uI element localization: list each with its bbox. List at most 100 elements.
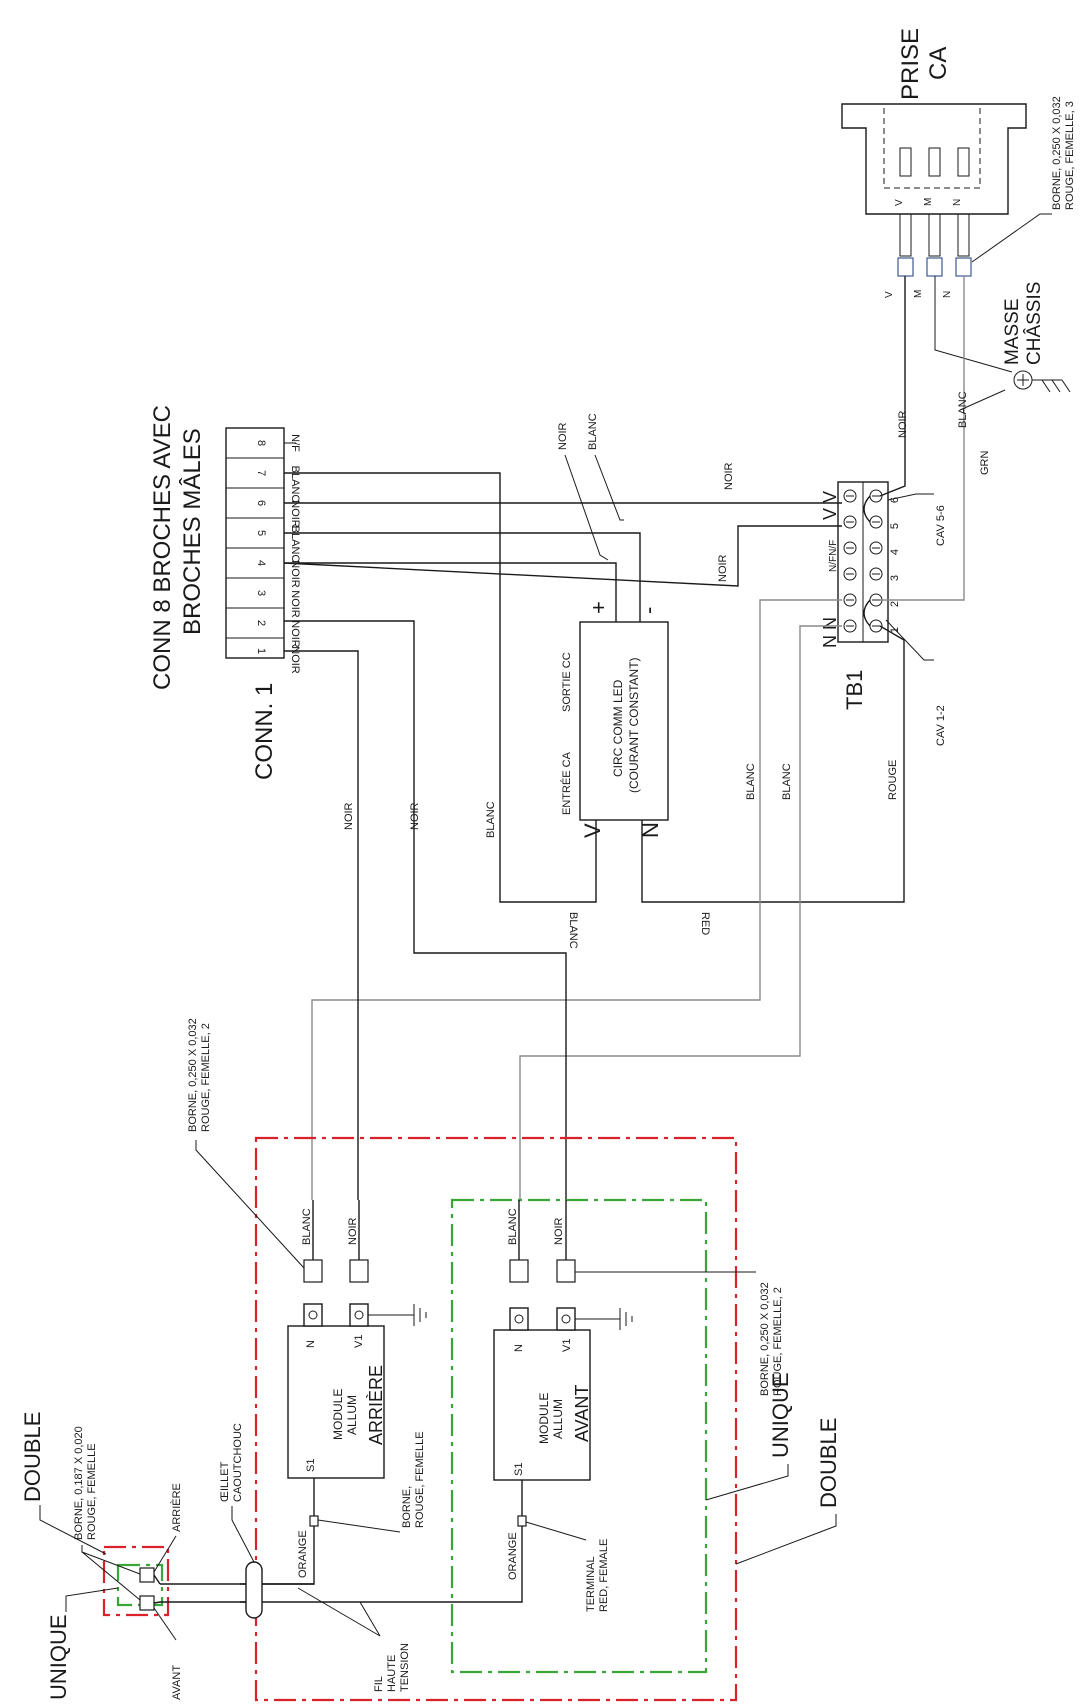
wire-label-noir-left2: NOIR [409, 802, 421, 830]
double-border-small [102, 1545, 170, 1617]
tb1-jumper-5-6 [863, 495, 871, 523]
callout-borne-s1-line2: ROUGE, FEMELLE [414, 1431, 426, 1528]
pin-number-5: 5 [255, 530, 267, 536]
wire-label-blanc-bottom: BLANC [567, 912, 579, 949]
ac-inlet: PRISE CA BORNE, 0,250 X 0,032 ROUGE, FEM… [841, 28, 1076, 298]
callout-oeillet-line1: ŒILLET [219, 1461, 231, 1502]
callout-oeillet-line2: CAOUTCHOUC [232, 1423, 244, 1502]
zone-labels: DOUBLE UNIQUE UNIQUE DOUBLE [20, 1372, 841, 1700]
callout-borne-s1-line1: BORNE, [401, 1486, 413, 1528]
module-front-wire-blanc: BLANC [507, 1208, 519, 1245]
module-front-wire-noir: NOIR [553, 1217, 565, 1245]
pin1-wire-label: NOIR [289, 646, 301, 674]
module-front-terminal-n [509, 1259, 529, 1283]
led-driver-in-n: N [638, 822, 663, 838]
module-rear-terminal-n [303, 1259, 323, 1283]
led-driver-line2: (COURANT CONSTANT) [627, 657, 641, 793]
tb1-jumper-1-2 [863, 599, 871, 627]
pin-number-8: 8 [255, 440, 267, 446]
module-rear-wire-orange: ORANGE [297, 1530, 309, 1578]
pin-number-4: 4 [255, 560, 267, 566]
led-driver-in-label: ENTRÉE CA [560, 751, 573, 815]
module-rear-pin-v1: V1 [353, 1335, 365, 1348]
pin-number-7: 7 [255, 470, 267, 476]
module-rear-wire-noir: NOIR [347, 1217, 359, 1245]
tb1-pos-3: 3 [889, 575, 901, 581]
module-rear-body [287, 1325, 385, 1479]
led-driver-lead-blanc: BLANC [587, 413, 599, 450]
module-rear-pin-s1: S1 [305, 1459, 317, 1472]
wires: NOIR BLANC NOIR NOIR BLANC BLANC RED ROU… [283, 276, 969, 1200]
led-driver-output-leads-label: NOIR BLANC [557, 413, 599, 450]
chassis-ground-label: MASSE CHÂSSIS [1002, 282, 1045, 365]
label-double-big: DOUBLE [816, 1418, 841, 1508]
connector-pin-numbers: 8 7 6 5 4 3 2 1 [255, 440, 267, 654]
module-rear-screws [303, 1303, 369, 1327]
module-front-line2: ALLUM [551, 1399, 565, 1439]
connector-pin-dividers [226, 457, 284, 639]
ac-inlet-sockets [899, 147, 970, 177]
callout-fil-line1: FIL [373, 1676, 385, 1692]
module-front-terminal-v1 [556, 1259, 576, 1283]
ac-inlet-title-line2: CA [925, 47, 952, 80]
grommet-body [245, 1561, 263, 1619]
callout-fil-line2: HAUTE [386, 1655, 398, 1692]
module-front-wire-orange: ORANGE [507, 1532, 519, 1580]
pin-number-2: 2 [255, 620, 267, 626]
callout-borne-front-line2: ROUGE, FEMELLE, 2 [772, 1287, 784, 1396]
led-driver-minus: - [636, 607, 661, 614]
led-driver-body [579, 621, 669, 821]
led-driver-line1: CIRC COMM LED [611, 679, 625, 777]
pin-number-3: 3 [255, 590, 267, 596]
connector-title-line1: CONN 8 BROCHES AVEC [149, 405, 176, 690]
pin4-wire-label: NOIR [289, 560, 301, 588]
tb1-pos-6: 6 [889, 497, 901, 503]
module-front-pin-s1: S1 [513, 1463, 525, 1476]
callout-avant: AVANT [171, 1665, 183, 1700]
wire-label-blanc-driver-in: BLANC [485, 801, 497, 838]
wire-label-blanc-prise: BLANC [957, 391, 969, 428]
module-rear-pin-n: N [305, 1340, 317, 1348]
ac-inlet-pin-label-n: N [952, 199, 963, 206]
module-front: MODULE ALLUM AVANT N V1 S1 BLANC NOIR OR… [240, 1200, 633, 1603]
ac-inlet-body [841, 103, 1027, 215]
module-front-pin-n: N [513, 1344, 525, 1352]
ground-wire-label: GRN [979, 451, 991, 476]
ac-inlet-title-line1: PRISE [897, 28, 924, 100]
ac-inlet-pin-label-v: V [894, 199, 905, 206]
pin-number-1: 1 [255, 648, 267, 654]
wire-label-noir-left1: NOIR [343, 802, 355, 830]
label-double-small: DOUBLE [20, 1412, 45, 1502]
pin7-wire-label: BLANC [289, 466, 301, 503]
module-front-screws [509, 1307, 576, 1331]
pin6-wire-label: NOIR [289, 500, 301, 528]
callout-fil-line3: TENSION [399, 1643, 411, 1692]
led-driver: CIRC COMM LED (COURANT CONSTANT) ENTRÉE … [557, 413, 669, 838]
terminal-arriere [139, 1567, 155, 1583]
ac-inlet-pin-label-m: M [923, 198, 934, 206]
tb1-nn: N N [820, 617, 840, 648]
ac-lead-label-v: V [884, 291, 895, 298]
label-unique-big: UNIQUE [768, 1372, 793, 1458]
ac-inlet-pins [899, 213, 970, 257]
callouts: BORNE, 0,250 X 0,032 ROUGE, FEMELLE, 2 B… [73, 1018, 784, 1700]
led-driver-in-v: V [580, 823, 605, 838]
tb1-pos-2: 2 [889, 601, 901, 607]
wire-label-noir-tb5: NOIR [717, 554, 729, 582]
callout-arriere: ARRIÈRE [170, 1483, 183, 1532]
ac-inlet-title: PRISE CA [897, 28, 952, 100]
module-rear-ground-icon [368, 1304, 427, 1326]
chassis-ground-line1: MASSE [1002, 298, 1023, 365]
connector-label: CONN. 1 [251, 683, 278, 780]
callout-terminal-line2: RED, FEMALE [598, 1539, 610, 1612]
label-unique-small: UNIQUE [46, 1614, 71, 1700]
led-driver-out-label: SORTIE CC [561, 652, 573, 712]
unique-border-main [450, 1198, 708, 1674]
led-driver-lead-noir: NOIR [557, 422, 569, 450]
callout-terminal-line1: TERMINAL [585, 1556, 597, 1612]
connector-body [225, 427, 285, 659]
grommet [160, 1561, 314, 1619]
led-driver-text: CIRC COMM LED (COURANT CONSTANT) [611, 657, 641, 793]
module-rear: MODULE ALLUM ARRIÈRE N V1 S1 BLANC NOIR … [240, 1200, 427, 1585]
